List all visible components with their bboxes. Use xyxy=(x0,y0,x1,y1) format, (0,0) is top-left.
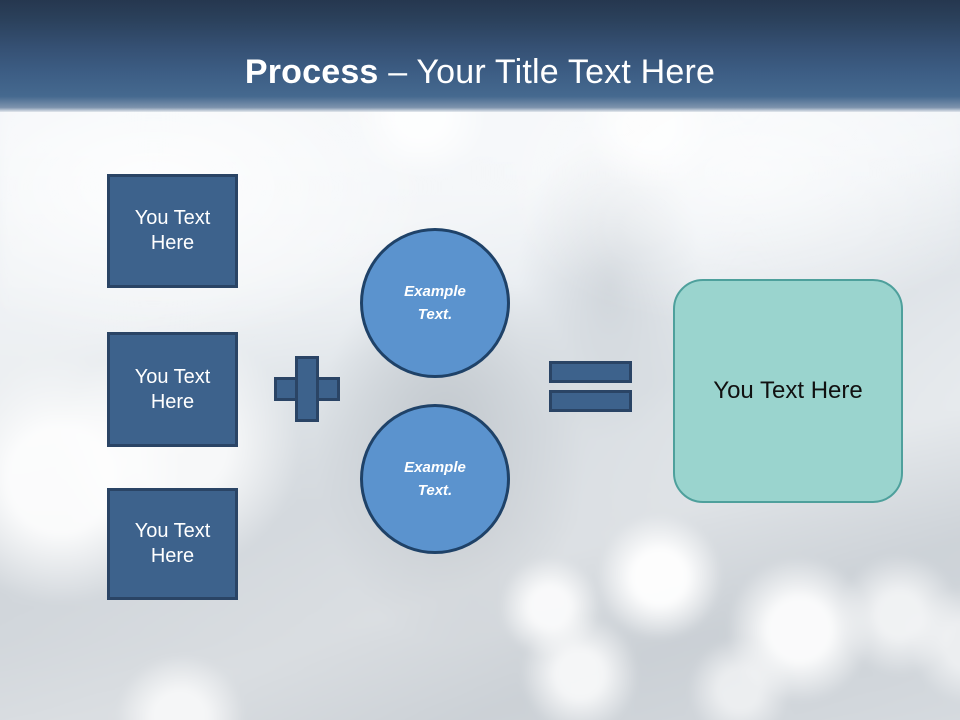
example-circle-2[interactable]: Example Text. xyxy=(360,404,510,554)
result-card-label: You Text Here xyxy=(713,377,863,404)
example-circle-1[interactable]: Example Text. xyxy=(360,228,510,378)
example-circle-2-line2: Text. xyxy=(417,482,453,499)
input-box-3-label: You Text Here xyxy=(134,520,211,567)
example-circle-2-label: Example Text. xyxy=(404,456,466,502)
input-box-1-label: You Text Here xyxy=(134,207,211,254)
input-box-1[interactable]: You Text Here xyxy=(107,174,238,288)
page-title-strong: Process xyxy=(244,53,379,91)
input-box-3[interactable]: You Text Here xyxy=(107,488,238,600)
plus-icon-center-patch xyxy=(298,380,316,398)
page-title-separator: – xyxy=(378,53,417,91)
input-box-2[interactable]: You Text Here xyxy=(107,332,238,447)
equals-icon-bottom-bar xyxy=(549,390,632,412)
result-card[interactable]: You Text Here xyxy=(673,279,903,503)
plus-icon xyxy=(274,356,340,422)
equals-icon xyxy=(549,361,632,412)
equals-icon-top-bar xyxy=(549,361,632,383)
input-box-2-label: You Text Here xyxy=(134,365,211,413)
example-circle-1-line1: Example xyxy=(404,283,466,300)
page-title: Process – Your Title Text Here xyxy=(0,52,960,92)
example-circle-1-label: Example Text. xyxy=(404,280,466,326)
example-circle-1-line2: Text. xyxy=(417,306,453,323)
example-circle-2-line1: Example xyxy=(404,459,466,476)
page-title-light: Your Title Text Here xyxy=(416,53,716,91)
slide-header-banner: Process – Your Title Text Here xyxy=(0,0,960,112)
